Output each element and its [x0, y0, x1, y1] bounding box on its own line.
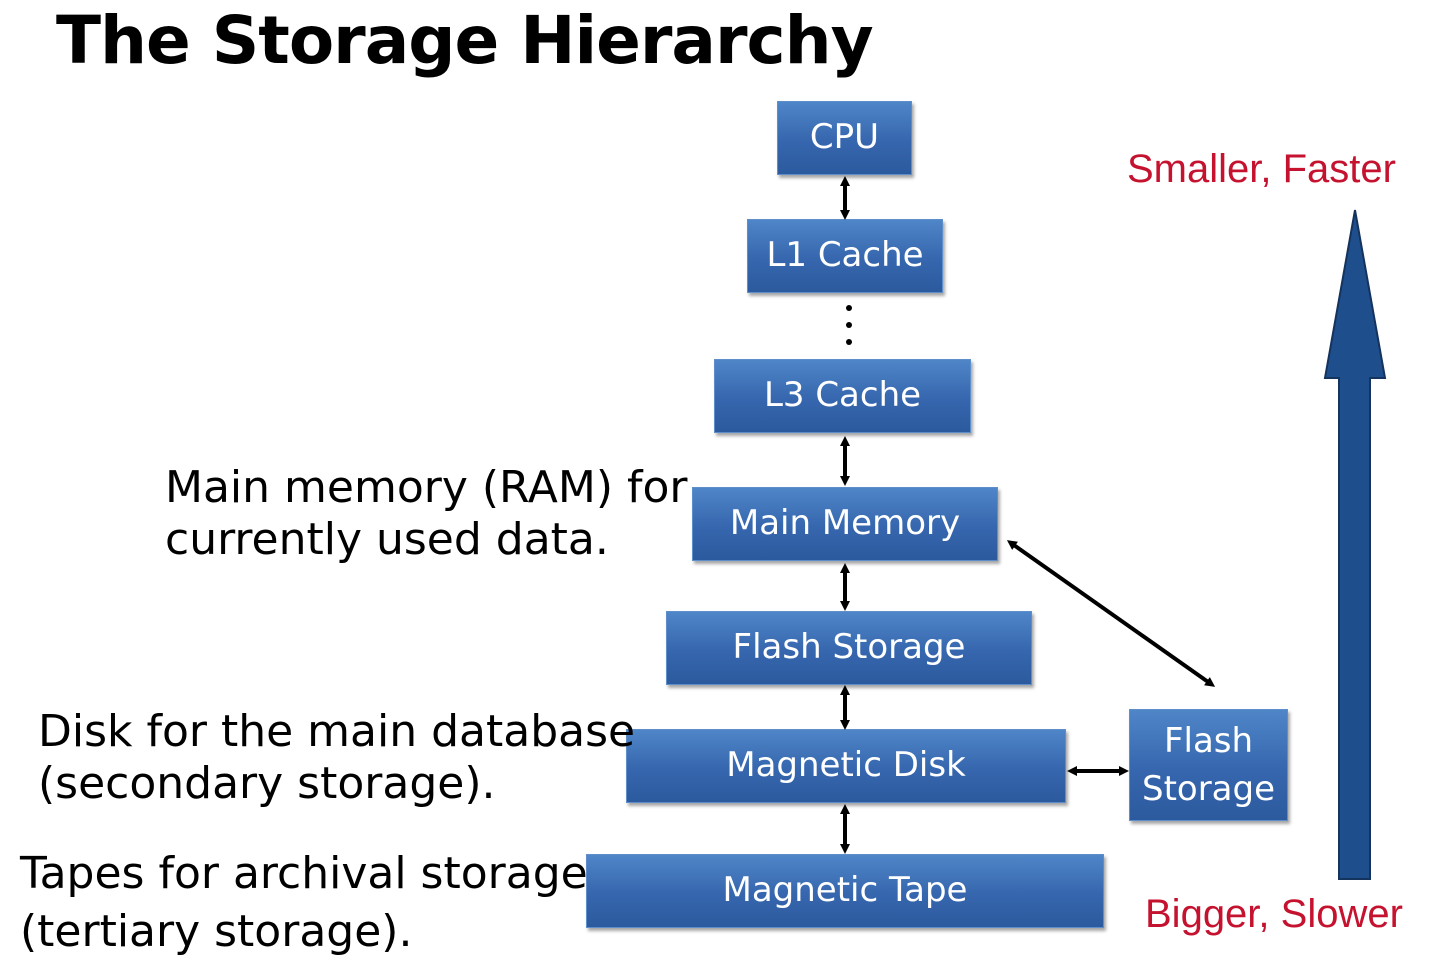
big-up-arrow [1323, 209, 1387, 880]
ellipsis-dot-1 [846, 305, 852, 311]
l3-cache-label: L3 Cache [763, 375, 922, 416]
tape-note-line2: (tertiary storage). [20, 906, 413, 957]
magnetic-disk-box: Magnetic Disk [626, 729, 1066, 803]
axis-top-label: Smaller, Faster [1127, 147, 1396, 191]
magnetic-tape-label: Magnetic Tape [722, 870, 968, 911]
flash-storage-box: Flash Storage [666, 611, 1032, 685]
cpu-box: CPU [777, 101, 912, 175]
main-memory-box: Main Memory [692, 487, 998, 561]
disk-note: Disk for the main database (secondary st… [38, 706, 635, 810]
disk-note-line1: Disk for the main database [38, 706, 636, 757]
tape-note: Tapes for archival storage (tertiary sto… [20, 845, 588, 961]
main-memory-label: Main Memory [729, 503, 961, 544]
side-flash-storage-box: Flash Storage [1129, 709, 1288, 821]
l3-cache-box: L3 Cache [714, 359, 971, 433]
ram-note-line1: Main memory (RAM) for [165, 462, 688, 513]
cpu-label: CPU [809, 117, 880, 158]
flash-storage-label: Flash Storage [732, 627, 966, 668]
ellipsis-dot-2 [846, 322, 852, 328]
ram-note: Main memory (RAM) for currently used dat… [165, 462, 688, 566]
l1-cache-label: L1 Cache [766, 235, 924, 276]
magnetic-disk-label: Magnetic Disk [726, 745, 966, 786]
axis-bottom-label: Bigger, Slower [1145, 892, 1403, 936]
tape-note-line1: Tapes for archival storage [20, 848, 588, 899]
side-flash-label-line2: Storage [1141, 769, 1276, 809]
arrow-main-sideflash [1006, 540, 1216, 687]
disk-note-line2: (secondary storage). [38, 758, 496, 809]
ellipsis-dot-3 [846, 339, 852, 345]
magnetic-tape-box: Magnetic Tape [586, 854, 1104, 928]
side-flash-label-line1: Flash [1163, 721, 1254, 761]
ram-note-line2: currently used data. [165, 514, 609, 565]
page-title: The Storage Hierarchy [56, 2, 874, 79]
